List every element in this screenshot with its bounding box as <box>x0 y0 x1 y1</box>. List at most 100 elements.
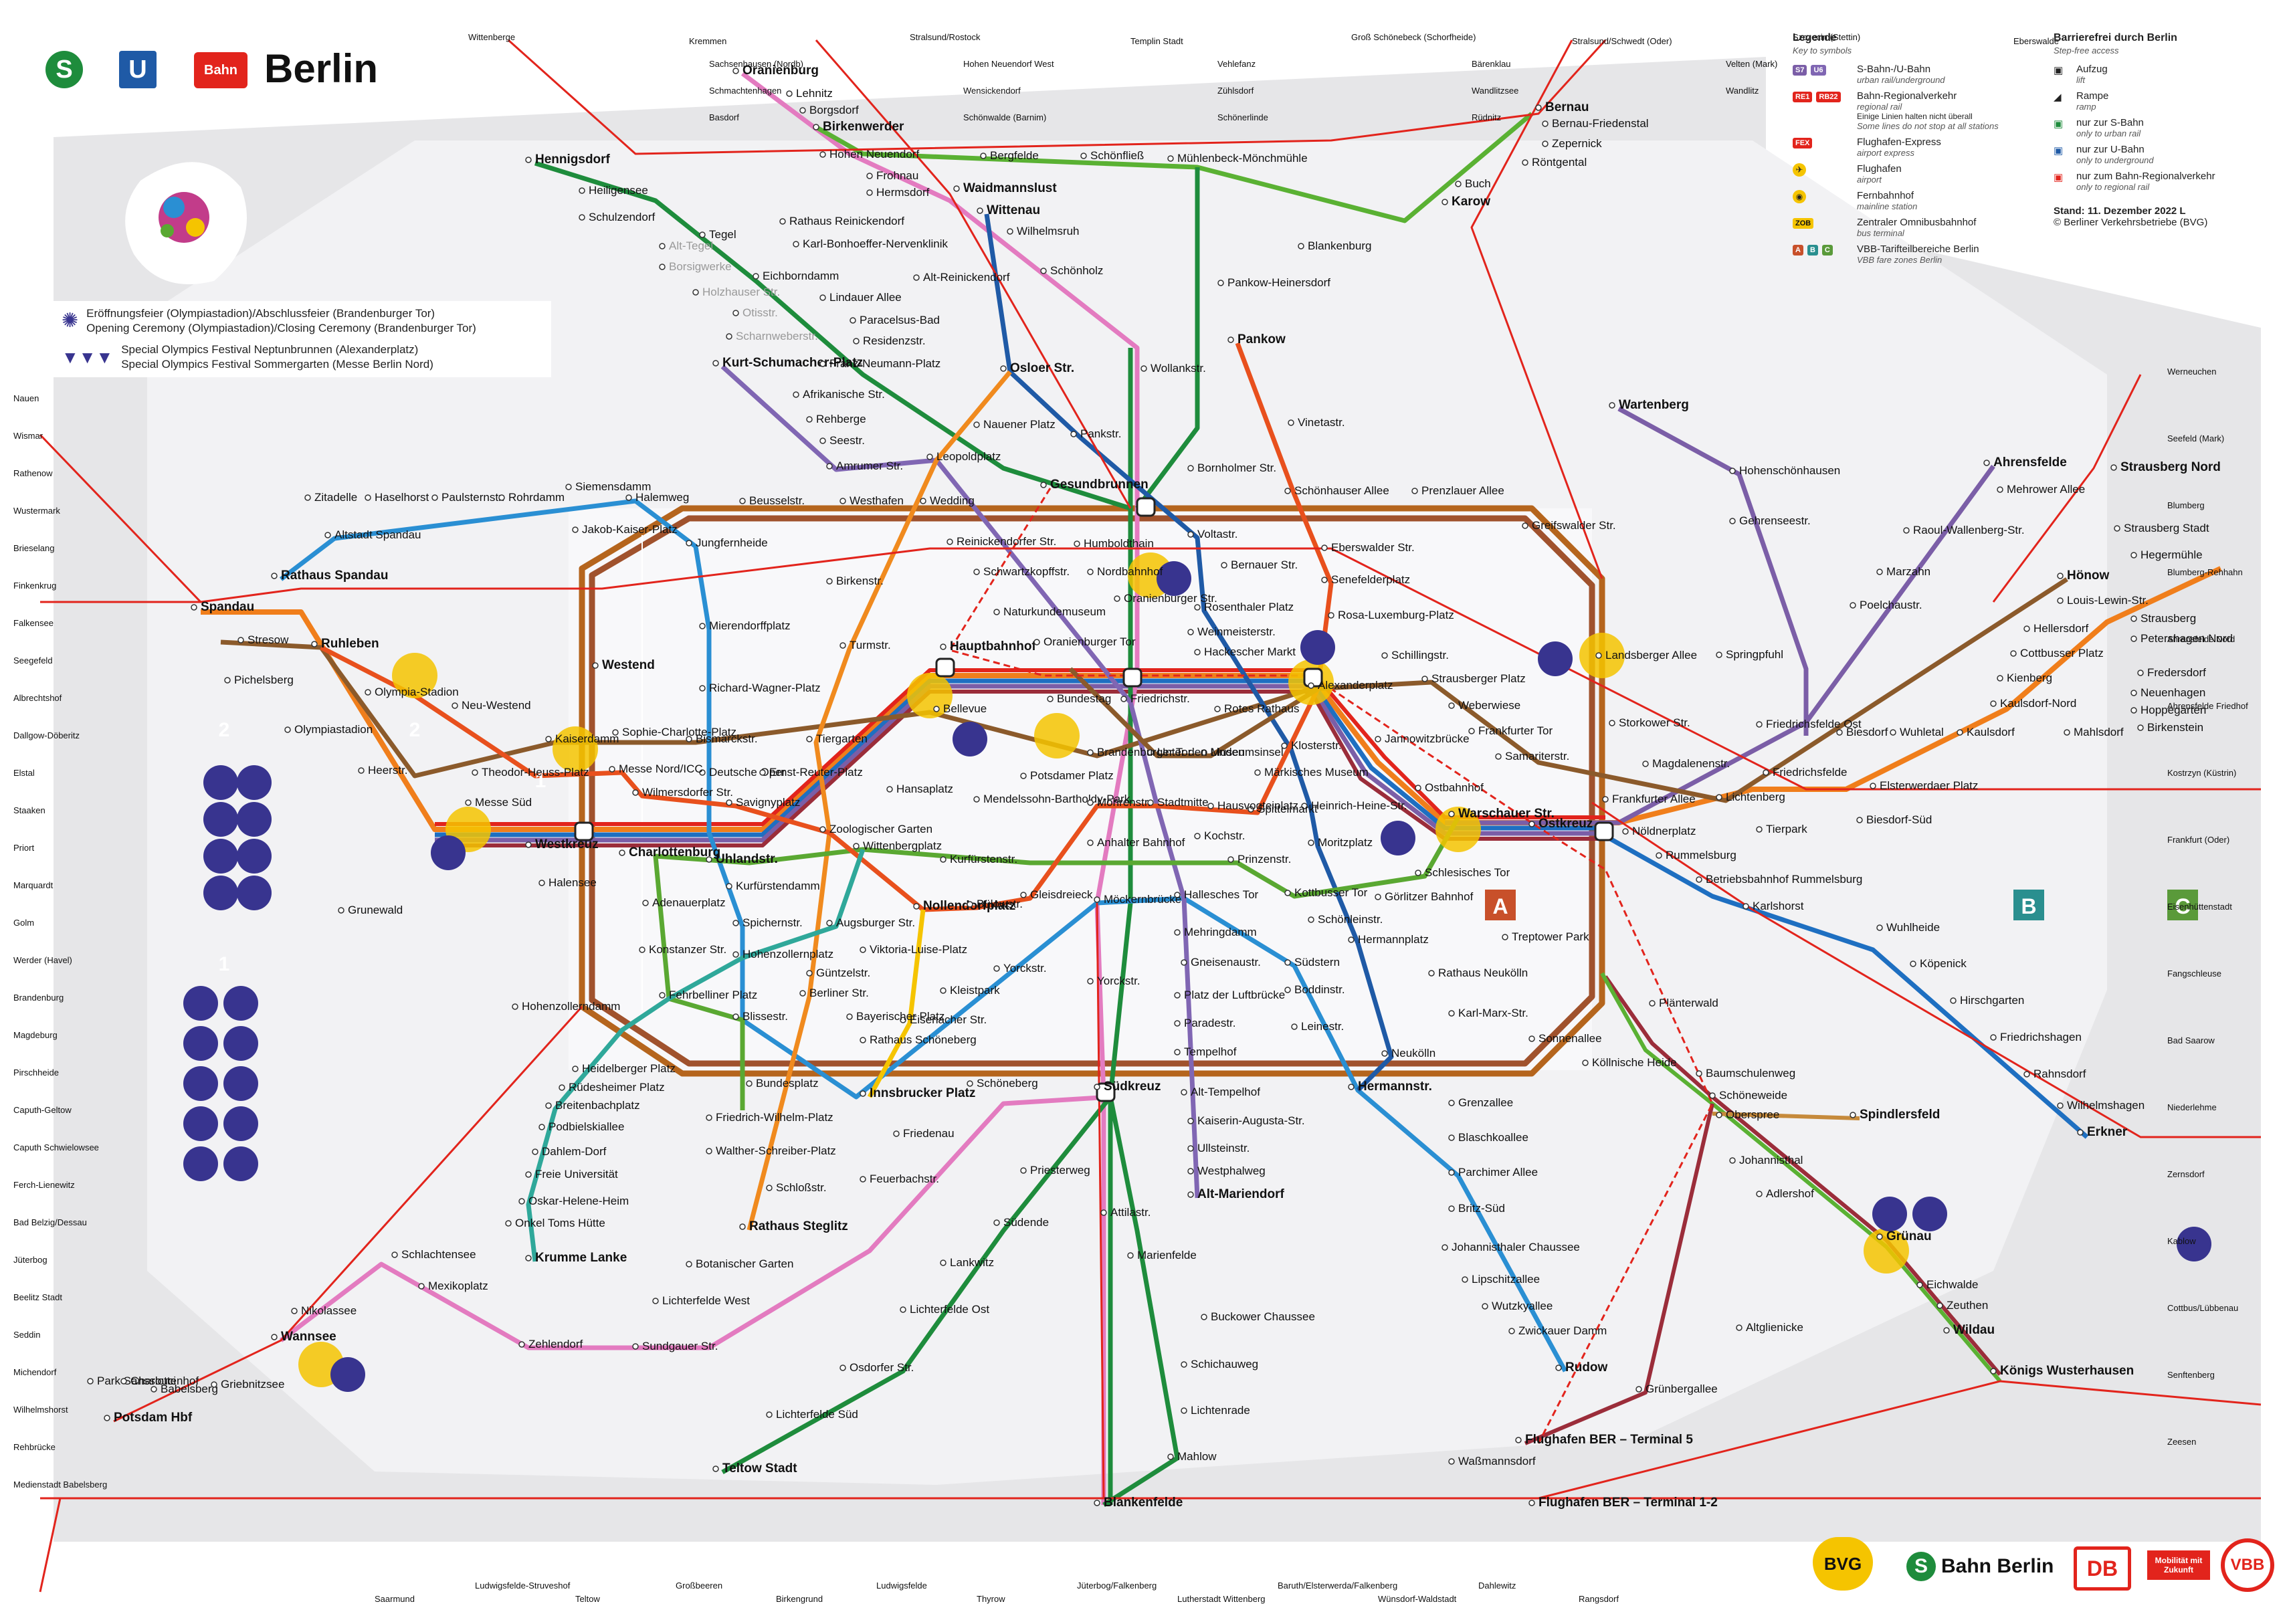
station-label: Grünbergallee <box>1646 1383 1718 1395</box>
station-label: Rahnsdorf <box>2033 1068 2086 1080</box>
station-dot <box>806 416 813 423</box>
station-label: Naturkundemuseum <box>1003 605 1106 618</box>
station-label: Raoul-Wallenberg-Str. <box>1913 524 2025 536</box>
access-sub: only to urban rail <box>2076 128 2141 138</box>
access-label: nur zum Bahn-Regionalverkehr <box>2076 171 2215 182</box>
station-label: Residenzstr. <box>863 334 926 347</box>
access-label: nur zur S-Bahn <box>2076 117 2144 128</box>
station-label: Schönholz <box>1050 264 1103 277</box>
station-label: Friedrichstr. <box>1130 692 1190 705</box>
station-dot <box>1094 1500 1100 1506</box>
station-dot <box>1321 544 1328 551</box>
station-dot <box>953 185 960 192</box>
station-label: Feuerbachstr. <box>870 1173 939 1185</box>
station-dot <box>1528 1035 1535 1042</box>
station-label: Rüdesheimer Platz <box>569 1081 665 1094</box>
station-label: Lichtenrade <box>1191 1404 1250 1417</box>
station-label: Westkreuz <box>535 837 599 851</box>
station-label: Blissestr. <box>742 1010 788 1023</box>
station-label: Augsburger Str. <box>836 916 915 929</box>
station-label: Karlshorst <box>1753 900 1804 912</box>
station-dot <box>1248 806 1254 813</box>
station-label: Britz-Süd <box>1458 1202 1505 1215</box>
station-dot <box>1288 419 1294 426</box>
station-label: Marienfelde <box>1137 1249 1197 1261</box>
station-dot <box>452 702 458 709</box>
station-dot <box>525 157 532 163</box>
station-label: Hausvogteiplatz <box>1217 799 1298 812</box>
station-label: Gehrenseestr. <box>1739 514 1811 527</box>
station-dot <box>525 1255 532 1261</box>
station-dot <box>732 951 739 958</box>
station-dot <box>538 1124 545 1130</box>
station-dot <box>1375 894 1381 900</box>
station-label: Spandau <box>201 600 254 614</box>
station-label: Königs Wusterhausen <box>2000 1364 2134 1378</box>
db-logo: DB <box>2074 1546 2131 1591</box>
destination-label: Senftenberg <box>2167 1370 2215 1380</box>
station-dot <box>940 643 947 650</box>
station-dot <box>1428 970 1435 977</box>
airport-express-line <box>948 488 1714 1444</box>
station-dot <box>866 173 873 179</box>
destination-label: Seddin <box>13 1330 40 1340</box>
station-dot <box>1070 431 1077 437</box>
station-dot <box>967 1080 973 1087</box>
station-dot <box>726 883 732 890</box>
station-dot <box>2137 670 2144 676</box>
station-dot <box>1167 155 1174 162</box>
station-label: Scharnweberstr. <box>736 330 818 342</box>
station-dot <box>1729 468 1736 474</box>
station-dot <box>819 437 826 444</box>
station-dot <box>1187 1191 1194 1198</box>
station-label: Bayerischer Platz <box>856 1010 944 1023</box>
station-dot <box>505 1220 512 1227</box>
station-label: Ahrensfelde <box>1993 455 2067 470</box>
station-dot <box>324 532 331 538</box>
station-dot <box>1649 1000 1656 1007</box>
station-label: Nordbahnhof <box>1097 565 1163 578</box>
station-label: Wittenbergplatz <box>863 839 942 852</box>
station-dot <box>1140 365 1147 372</box>
station-label: Biesdorf <box>1846 726 1888 738</box>
station-label: Leinestr. <box>1301 1020 1344 1033</box>
station-dot <box>498 494 505 501</box>
station-dot <box>338 907 344 914</box>
station-label: Wutzkyallee <box>1492 1300 1553 1312</box>
station-label: Schlesisches Tor <box>1425 866 1510 879</box>
station-label: Schöneberg <box>977 1077 1038 1090</box>
station-dot <box>87 1378 94 1385</box>
station-label: Weinmeisterstr. <box>1197 625 1276 638</box>
station-dot <box>1221 562 1227 569</box>
station-dot <box>2130 615 2137 622</box>
station-dot <box>699 231 706 238</box>
station-label: Seestr. <box>829 434 865 447</box>
station-dot <box>191 604 197 611</box>
station-dot <box>973 796 980 803</box>
destination-label: Hohen Neuendorf West <box>963 59 1054 69</box>
station-label: Viktoria-Luise-Platz <box>870 943 967 956</box>
station-dot <box>465 799 472 806</box>
station-label: Ostkreuz <box>1538 817 1593 831</box>
station-label: Olympiastadion <box>294 723 373 736</box>
station-label: Wuhletal <box>1900 726 1944 738</box>
station-label: Gesundbrunnen <box>1050 478 1149 492</box>
destination-label: Wünsdorf-Waldstadt <box>1378 1594 1457 1604</box>
destination-label: Szczecin (Stettin) <box>1793 32 1860 42</box>
station-label: Spindlersfeld <box>1860 1108 1940 1122</box>
station-dot <box>1870 783 1876 789</box>
legend-badge-s7: S7 <box>1793 65 1807 76</box>
ramp-icon: ◢ <box>2054 92 2062 103</box>
station-dot <box>1448 1134 1455 1141</box>
station-dot <box>1187 465 1194 472</box>
city-title: Berlin <box>264 46 379 91</box>
station-dot <box>940 987 947 994</box>
station-dot <box>1207 803 1214 809</box>
station-dot <box>1441 199 1448 205</box>
station-dot <box>1381 652 1388 659</box>
station-label: Rummelsburg <box>1666 849 1736 861</box>
legend-label: Zentraler Omnibusbahnhof <box>1857 217 1977 228</box>
station-dot <box>1020 1167 1027 1174</box>
